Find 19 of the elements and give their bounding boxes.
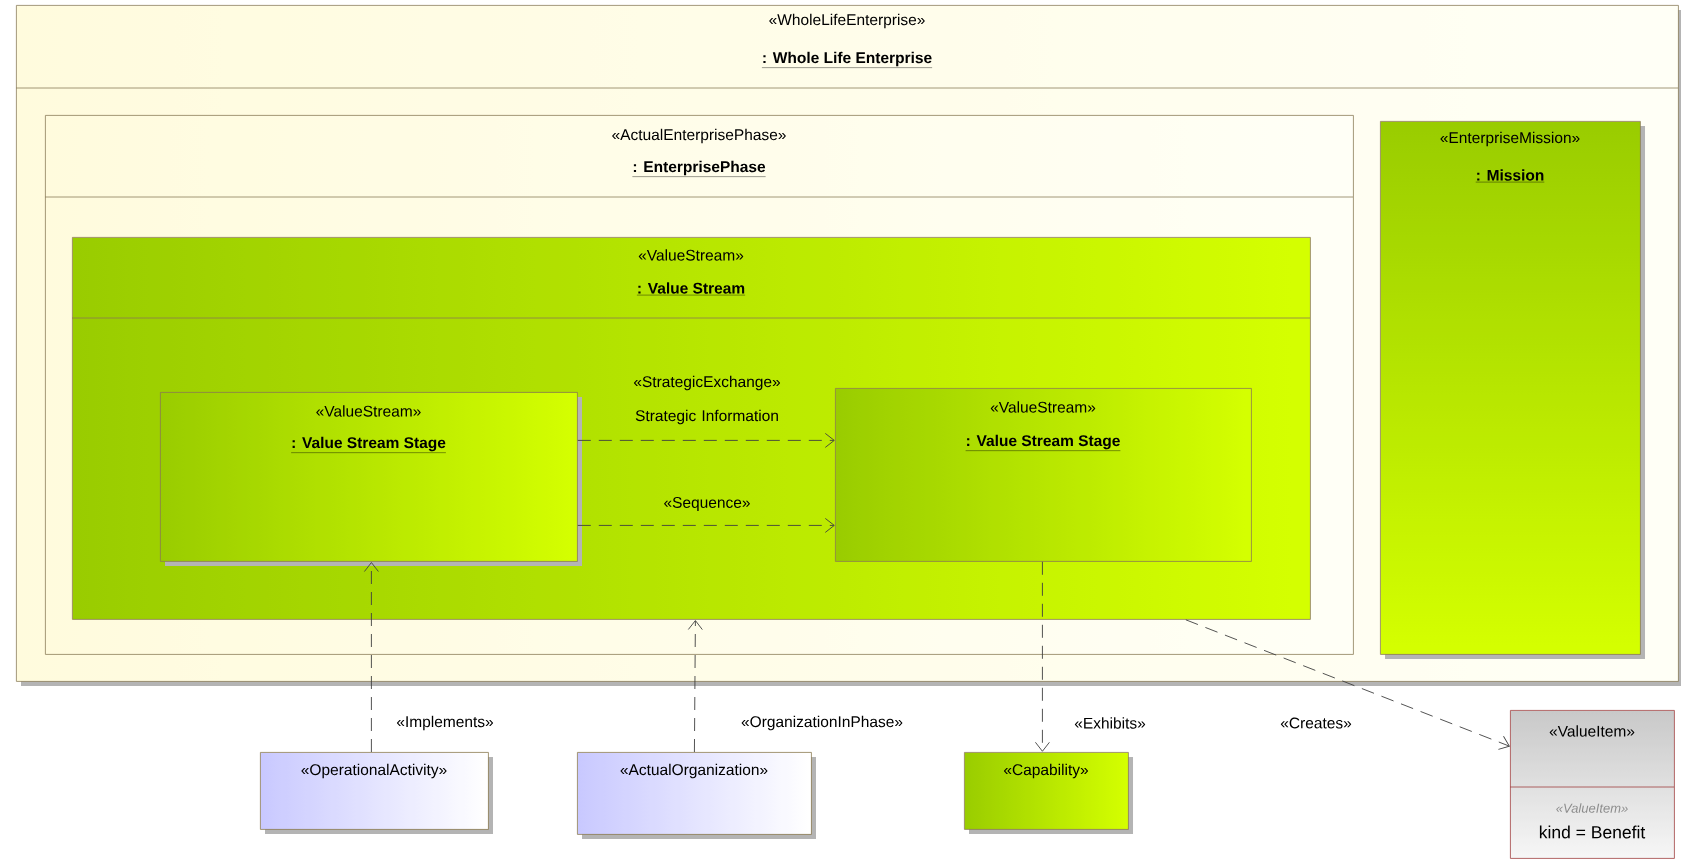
arrow xyxy=(687,620,703,753)
part-box: «ValueStream» : Value Stream Stage xyxy=(160,392,582,566)
edge-label: «StrategicExchange» Strategic Information xyxy=(633,375,781,425)
edge-label: «Creates» xyxy=(1280,717,1352,729)
edge-label: «OrganizationInPhase» xyxy=(741,715,903,731)
class-box: «ValueItem» «ValueItem» kind = Benefit xyxy=(1509,710,1675,859)
part-box: «Capability» xyxy=(964,752,1133,834)
arrow xyxy=(363,562,379,753)
class-box: «OperationalActivity» xyxy=(260,752,493,834)
arrow xyxy=(1034,561,1050,752)
arrow xyxy=(1185,619,1510,750)
part-box: «ValueStream» : Value Stream Stage xyxy=(835,388,1252,562)
class-box: «ActualOrganization» xyxy=(577,752,816,839)
part-box: «EnterpriseMission» : Mission xyxy=(1380,121,1645,659)
edge-label: «Exhibits» xyxy=(1074,717,1146,729)
edge-label: «Implements» xyxy=(396,715,494,731)
arrow xyxy=(577,517,835,533)
edge-label: «Sequence» xyxy=(664,497,750,512)
arrow xyxy=(577,432,835,448)
